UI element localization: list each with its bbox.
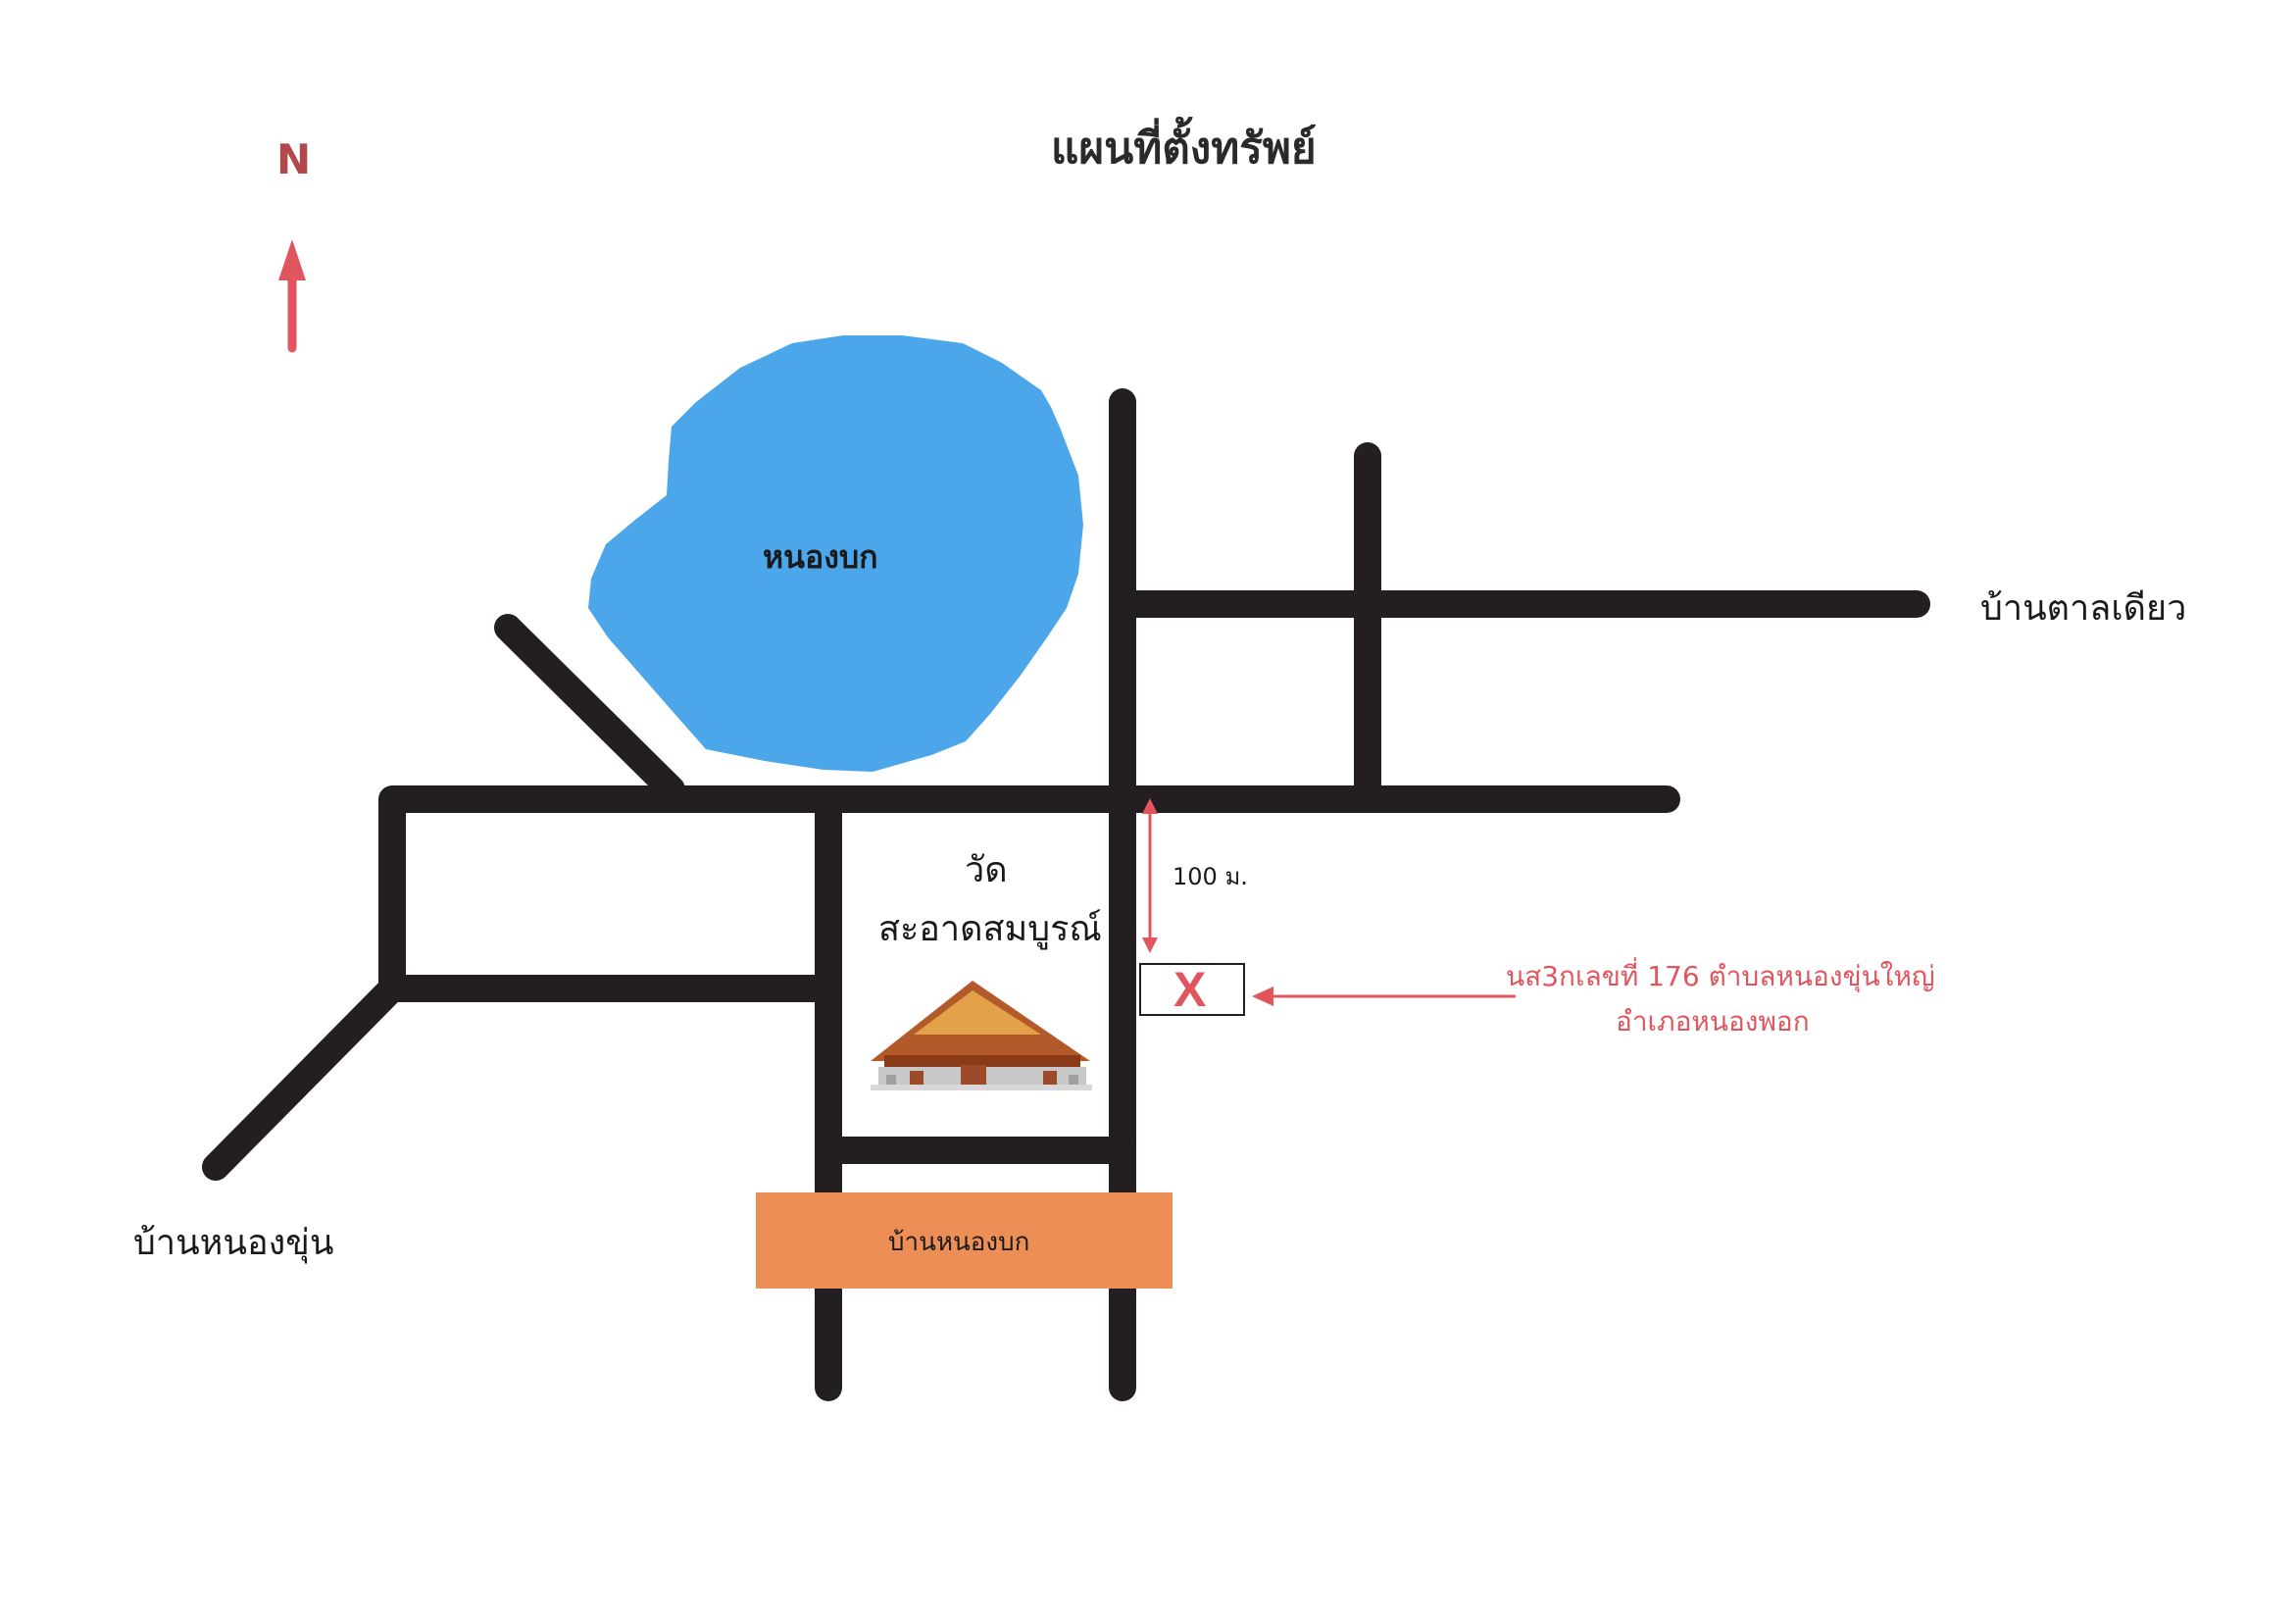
distance-arrow-icon	[1142, 798, 1158, 953]
pond-label: หนองบก	[763, 538, 878, 576]
road-northwest-diagonal	[494, 614, 685, 803]
village-box	[756, 1192, 1173, 1289]
temple-label-line2: สะอาดสมบูรณ์	[878, 909, 1102, 949]
pond-shape	[588, 335, 1083, 772]
village-east-label: บ้านตาลเดียว	[1980, 588, 2187, 629]
x-mark-icon: X	[1173, 962, 1207, 1017]
road-temple-west	[815, 785, 1136, 1002]
parcel-box	[1139, 963, 1245, 1016]
road-southwest-diagonal	[202, 975, 406, 1181]
temple-label-line1: วัด	[965, 850, 1008, 890]
road-west-loop	[378, 785, 842, 1002]
road-network	[202, 388, 1930, 1401]
village-southwest-label: บ้านหนองขุ่น	[133, 1223, 334, 1263]
north-arrow-icon	[278, 239, 306, 353]
parcel-label-line1: นส3กเลขที่ 176 ตำบลหนองขุ่นใหญ่	[1506, 960, 1935, 992]
north-label: N	[276, 135, 312, 183]
village-box-label: บ้านหนองบก	[888, 1228, 1030, 1257]
distance-label: 100 ม.	[1173, 863, 1248, 890]
parcel-label-line2: อำเภอหนองพอก	[1616, 1005, 1810, 1038]
map-title: แผนที่ตั้งทรัพย์	[1051, 124, 1317, 174]
parcel-pointer-arrow	[1252, 987, 1516, 1006]
temple-icon	[871, 981, 1092, 1090]
